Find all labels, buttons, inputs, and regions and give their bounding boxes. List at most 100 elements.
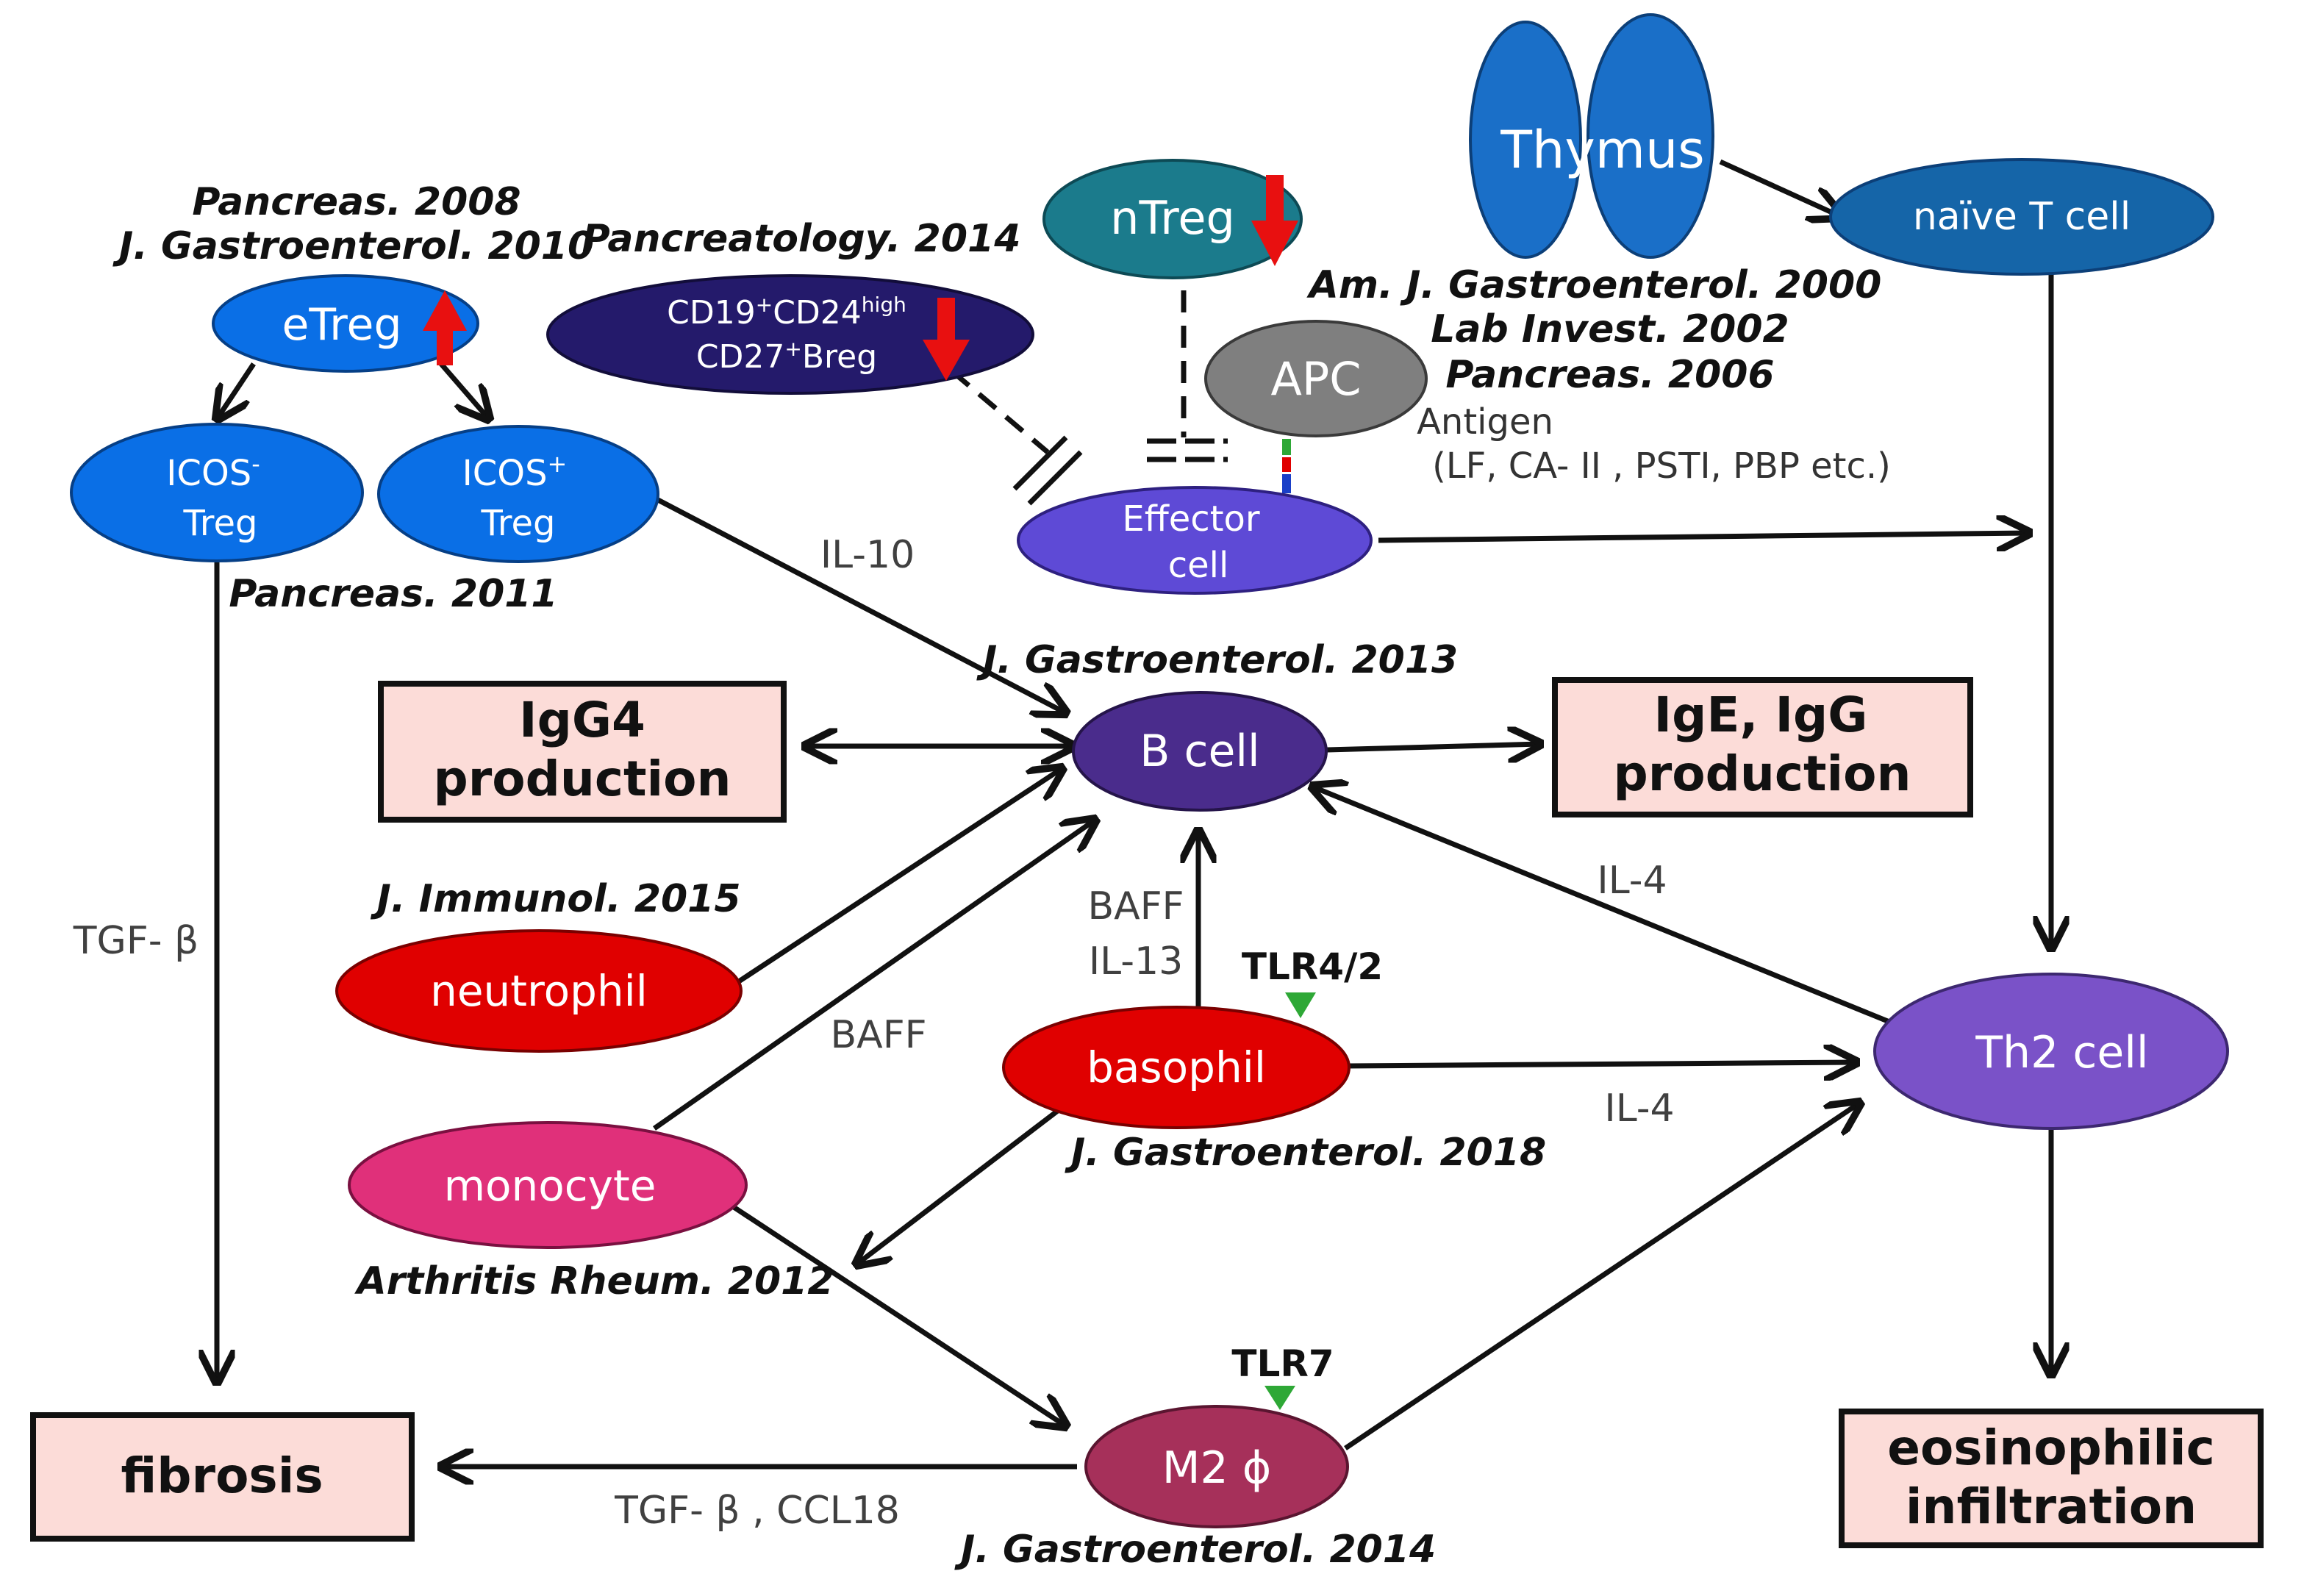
igg4-line1: IgG4 <box>519 692 645 748</box>
m2-shape <box>1084 1405 1349 1528</box>
outcome-eosinophilic: eosinophilic infiltration <box>1839 1409 2264 1548</box>
label-il4-bottom: IL-4 <box>1604 1087 1674 1131</box>
antigen-labels: Antigen (LF, CA- II , PSTI, PBP etc.) <box>1417 401 1891 487</box>
icos-neg-line1: ICOS- <box>166 450 260 494</box>
icos-neg-shape <box>70 423 364 562</box>
icos-pos-line1: ICOS+ <box>462 450 568 494</box>
m2-label: M2 ϕ <box>1162 1442 1272 1494</box>
effector-line2: cell <box>1168 545 1229 586</box>
arrow-icospos-to-bcell <box>657 497 1066 713</box>
cite-pancreas-2008: Pancreas. 2008 <box>192 180 521 224</box>
icos-pos-treg: ICOS+ Treg <box>377 425 659 563</box>
arrow-etreg-to-icosneg <box>217 362 256 419</box>
cite-pancreas-2006: Pancreas. 2006 <box>1445 353 1774 397</box>
icos-neg-treg: ICOS- Treg <box>70 423 364 562</box>
arrow-effector-to-th2 <box>1378 533 2029 540</box>
ige-line2: production <box>1614 745 1911 802</box>
apc-shape <box>1204 320 1428 437</box>
m2-macrophage: M2 ϕ <box>1084 1405 1349 1528</box>
breg-shape <box>546 274 1034 395</box>
ige-line1: IgE, IgG <box>1654 687 1868 743</box>
label-tgfb: TGF- β <box>73 919 198 963</box>
naive-t-cell-label: naïve T cell <box>1913 195 2131 239</box>
icos-pos-line2: Treg <box>481 503 556 544</box>
etreg-up-arrow-icon <box>423 290 467 365</box>
neutrophil-cell: neutrophil <box>335 929 743 1053</box>
ntreg-label: nTreg <box>1110 191 1235 245</box>
etreg-shape <box>212 274 479 373</box>
arrow-monocyte-to-bcell <box>652 820 1095 1131</box>
breg-cell: CD19+CD24high CD27+Breg <box>546 274 1034 395</box>
arrow-neutrophil-to-bcell <box>737 768 1062 984</box>
cite-arthritis-2012: Arthritis Rheum. 2012 <box>354 1259 834 1303</box>
naive-t-cell: naïve T cell <box>1829 158 2214 276</box>
thymus-label: Thymus <box>1500 120 1705 180</box>
th2-shape <box>1873 973 2229 1130</box>
cite-pancreatology-2014: Pancreatology. 2014 <box>582 217 1021 261</box>
ntreg-shape <box>1042 159 1303 279</box>
etreg-cell: eTreg <box>212 274 479 373</box>
tlr7-triangle-icon <box>1264 1386 1295 1410</box>
monocyte-shape <box>348 1121 748 1249</box>
arrow-monocyte-to-m2 <box>730 1203 1066 1426</box>
b-cell: B cell <box>1072 691 1328 812</box>
igg4-line2: production <box>434 751 731 807</box>
label-il13: IL-13 <box>1089 940 1183 984</box>
monocyte-cell: monocyte <box>348 1121 748 1249</box>
label-il10: IL-10 <box>820 533 915 577</box>
label-baff-mid: BAFF <box>1087 884 1184 928</box>
label-tgfb-ccl18: TGF- β , CCL18 <box>614 1489 900 1533</box>
edge-labels: IL-10 TGF- β BAFF BAFF IL-13 IL-4 IL-4 T… <box>73 533 1675 1533</box>
eos-box <box>1839 1409 2264 1548</box>
b-cell-shape <box>1072 691 1328 812</box>
antigen-receptor-icon <box>1282 439 1291 493</box>
eos-line1: eosinophilic <box>1887 1420 2215 1476</box>
neutrophil-shape <box>335 929 743 1053</box>
label-il4-top: IL-4 <box>1597 859 1667 903</box>
effector-line1: Effector <box>1122 498 1260 540</box>
antigen-list: (LF, CA- II , PSTI, PBP etc.) <box>1432 445 1891 487</box>
inhibitions <box>950 290 1228 506</box>
inhibit-breg-dashed <box>950 369 1050 454</box>
basophil-shape <box>1002 1006 1351 1129</box>
effector-cell: Effector cell <box>1017 486 1373 595</box>
etreg-label: eTreg <box>282 299 401 351</box>
b-cell-label: B cell <box>1140 726 1259 777</box>
inhibit-breg-bar1 <box>1012 435 1068 491</box>
effector-shape <box>1017 486 1373 595</box>
cite-jgastro-2018: J. Gastroenterol. 2018 <box>1065 1131 1546 1175</box>
arrow-basophil-to-monocyte <box>856 1108 1061 1264</box>
antigen-label: Antigen <box>1417 401 1553 443</box>
thymus-lobe-right <box>1587 13 1714 259</box>
arrow-basophil-to-th2 <box>1345 1062 1856 1066</box>
arrow-bcell-to-ige <box>1326 744 1540 750</box>
icos-pos-shape <box>377 425 659 563</box>
thymus-lobe-left <box>1469 21 1582 259</box>
ntreg-cell: nTreg <box>1042 159 1303 279</box>
label-tlr7: TLR7 <box>1231 1342 1334 1385</box>
neutrophil-label: neutrophil <box>430 966 648 1016</box>
cite-labinvest-2002: Lab Invest. 2002 <box>1431 307 1789 351</box>
arrow-th2-to-bcell <box>1312 787 1891 1025</box>
apc-cell: APC <box>1204 320 1428 437</box>
fibrosis-label: fibrosis <box>121 1448 323 1504</box>
fibrosis-box <box>30 1412 415 1542</box>
breg-label-line2: CD27+Breg <box>696 337 877 376</box>
monocyte-label: monocyte <box>444 1161 657 1211</box>
igg4-box <box>378 681 787 823</box>
outcome-igg4: IgG4 production <box>378 681 787 823</box>
connectors <box>217 159 2051 1467</box>
basophil-cell: basophil <box>1002 1006 1351 1129</box>
thymus: Thymus <box>1469 13 1714 259</box>
inhibit-breg-bar2 <box>1027 450 1083 506</box>
eos-line2: infiltration <box>1906 1478 2197 1535</box>
icos-neg-line2: Treg <box>183 503 258 544</box>
th2-cell: Th2 cell <box>1873 973 2229 1130</box>
breg-down-arrow-icon <box>923 298 970 381</box>
naive-t-cell-shape <box>1829 158 2214 276</box>
outcome-fibrosis: fibrosis <box>30 1412 415 1542</box>
tlr42-triangle-icon <box>1285 992 1316 1018</box>
label-baff-left: BAFF <box>830 1013 926 1057</box>
ige-box <box>1552 677 1973 817</box>
